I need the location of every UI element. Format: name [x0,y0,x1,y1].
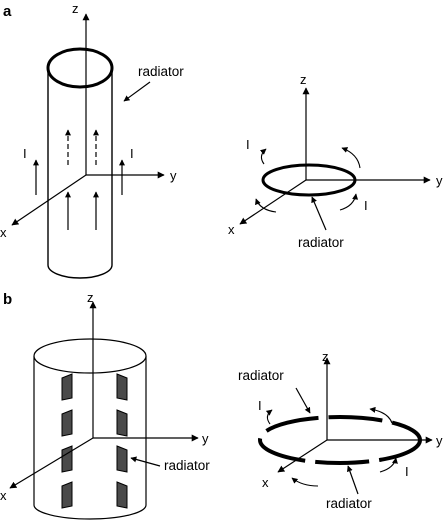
panel-b-loop: z y x I I radiator radiator [238,349,443,511]
loop-a-y-label: y [436,173,443,188]
loop-a-current-right: I [364,198,368,213]
panel-a-cylinder: z y x I I radiator [0,1,184,279]
panel-a-loop: z y x I I radiator [228,72,443,250]
cylinder-a-z-label: z [72,1,79,16]
cylinder-a-top [46,47,114,89]
cylinder-b-radiator-pointer [130,456,161,467]
loop-b-radiator-label-bottom: radiator [326,496,372,511]
radiator-patch [116,481,128,509]
loop-b-y-label: y [436,433,443,448]
current-label-right: I [130,146,134,161]
loop-a-circ-arrow-bottom-left [255,198,277,213]
radiator-patch [116,409,128,437]
loop-b-circ-arrow-top-right [369,406,393,424]
cylinder-b-z-label: z [87,290,94,305]
loop-a-circ-arrow-bottom-right [339,193,359,211]
current-label-left: I [23,146,27,161]
radiator-patch [61,481,73,509]
loop-a-radiator-label: radiator [298,235,344,250]
loop-b-current-right: I [405,464,409,479]
cylinder-a-radiator-pointer [123,81,151,102]
cylinder-b-top [33,338,147,374]
cylinder-b-x-label: x [0,488,7,503]
cylinder-a-body [47,68,113,279]
loop-a-ring [261,163,357,197]
cylinder-b-x-axis [9,437,94,489]
loop-b-circ-arrow-bottom-right [379,457,398,473]
loop-b-x-label: x [262,475,269,490]
loop-a-x-axis [239,179,307,225]
loop-b-segmented-ring [258,415,422,465]
loop-b-radiator-pointer-top [295,387,311,414]
loop-b-circ-arrow-top-left [265,409,273,425]
loop-a-circ-arrow-top-right [341,147,361,169]
panel-b: b z y x radiator [0,290,443,520]
loop-b-x-axis [277,439,328,473]
loop-b-circ-arrow-bottom-left [291,477,319,487]
loop-b-current-left: I [258,398,262,413]
cylinder-a-x-label: x [0,225,7,240]
radiator-patch [116,445,128,473]
loop-a-x-label: x [228,222,235,237]
radiator-patch [61,373,73,401]
cylinder-b-radiator-label: radiator [164,458,210,473]
cylinder-a-radiator-label: radiator [138,64,184,79]
panel-b-letter: b [3,291,12,308]
cylinder-a-x-axis [11,174,87,226]
panel-b-cylinder: z y x radiator [0,290,210,520]
radiator-patch [116,373,128,401]
radiator-patch [61,445,73,473]
loop-b-z-label: z [322,349,329,364]
radiator-patches [61,373,128,509]
loop-a-radiator-pointer [311,196,327,231]
loop-b-radiator-pointer-bottom [346,465,359,495]
cylinder-b-y-label: y [202,431,209,446]
radiator-patch [61,409,73,437]
panel-a: a z y x I I radiator [0,1,443,279]
loop-a-current-left: I [246,137,250,152]
loop-b-radiator-label-top: radiator [238,368,284,383]
loop-a-z-label: z [300,72,307,87]
loop-a-circ-arrow-top-left [259,148,267,165]
panel-a-letter: a [3,3,12,20]
cylinder-a-y-label: y [170,168,177,183]
